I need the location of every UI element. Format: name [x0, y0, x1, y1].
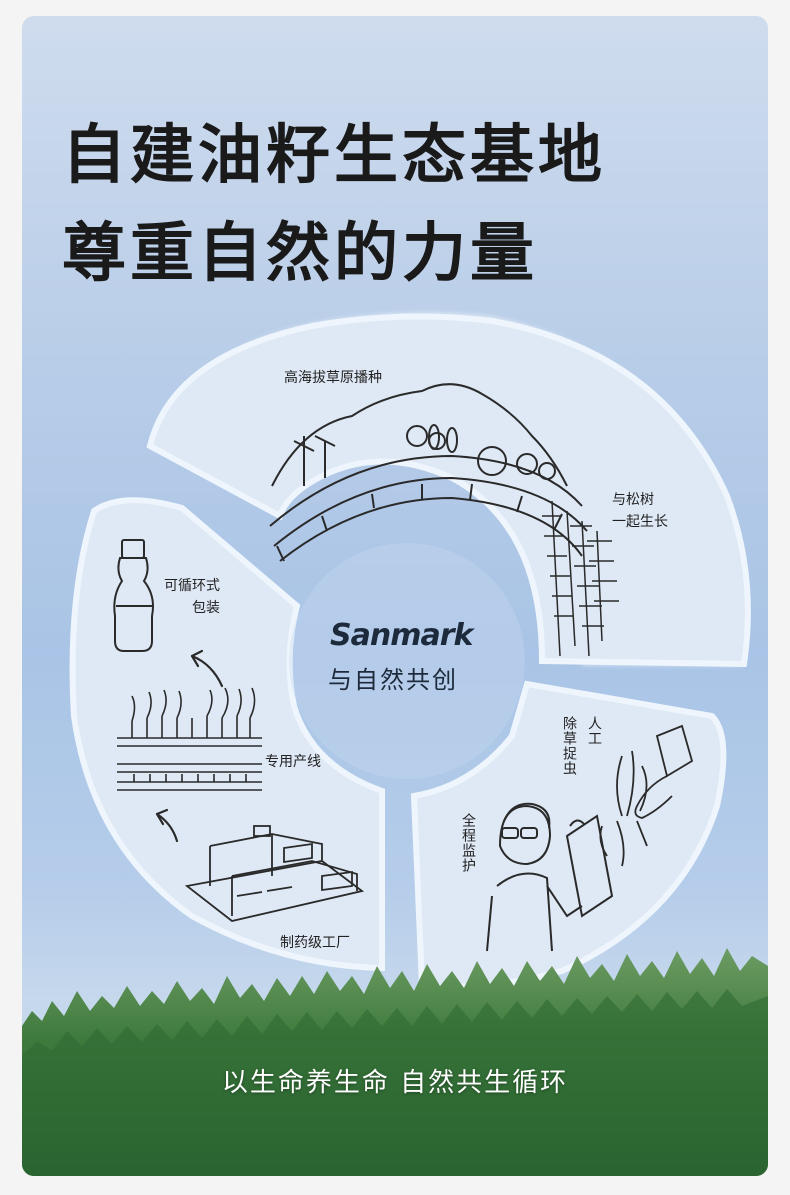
- pine-trees-icon: [542, 500, 619, 657]
- segment-left: [69, 497, 385, 972]
- brand-subtitle: 与自然共创: [328, 666, 458, 694]
- headline-line-2: 尊重自然的力量: [62, 217, 538, 291]
- label-plateau: 高海拔草原播种: [284, 370, 382, 386]
- label-packaging-1: 可循环式: [164, 578, 220, 594]
- cycle-illustration: [22, 312, 768, 1176]
- center-circle: [289, 543, 525, 779]
- headline-line-1: 自建油籽生态基地: [62, 119, 606, 193]
- label-pine-2: 一起生长: [612, 514, 668, 530]
- scientist-icon: [486, 802, 614, 952]
- hands-weeding-icon: [599, 724, 694, 867]
- slogan: 以生命养生命 自然共生循环: [221, 1068, 569, 1098]
- forest-icon: [22, 948, 768, 1176]
- factory-icon: [184, 825, 365, 922]
- mountain-field-icon: [269, 383, 588, 562]
- label-manual: 人工: [586, 716, 602, 746]
- brand-logo: Sanmark: [330, 618, 473, 653]
- label-production-line: 专用产线: [265, 754, 321, 770]
- label-pine-1: 与松树: [612, 492, 654, 508]
- production-line-icon: [117, 687, 262, 791]
- poster-card: 自建油籽生态基地 尊重自然的力量: [22, 16, 768, 1176]
- label-weeding: 除草捉虫: [561, 716, 577, 776]
- arrow-icon: [155, 649, 224, 843]
- label-factory: 制药级工厂: [280, 935, 350, 951]
- label-monitor: 全程监护: [460, 813, 476, 873]
- label-packaging-2: 包装: [192, 600, 220, 616]
- bottle-icon: [113, 539, 154, 652]
